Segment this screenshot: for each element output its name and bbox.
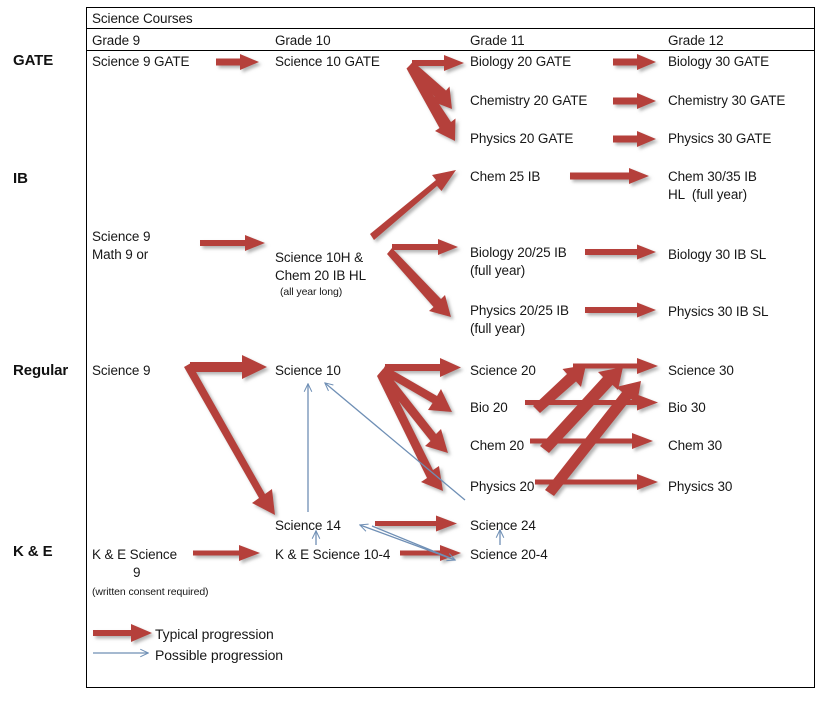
course-ib-physics-2025-note: (full year) bbox=[470, 321, 526, 336]
course-regular-bio-30: Bio 30 bbox=[668, 400, 706, 415]
column-header-grade-9: Grade 9 bbox=[92, 33, 141, 48]
course-ib-biology-2025-note: (full year) bbox=[470, 263, 526, 278]
course-ke-science-20-4: Science 20-4 bbox=[470, 547, 548, 562]
course-ke-science-10-4: K & E Science 10-4 bbox=[275, 547, 391, 562]
course-gate-chemistry-20: Chemistry 20 GATE bbox=[470, 93, 588, 108]
course-gate-science-9: Science 9 GATE bbox=[92, 54, 190, 69]
course-gate-physics-20: Physics 20 GATE bbox=[470, 131, 574, 146]
course-regular-science-24: Science 24 bbox=[470, 518, 536, 533]
course-gate-biology-20: Biology 20 GATE bbox=[470, 54, 572, 69]
course-ib-biology-2025: Biology 20/25 IB bbox=[470, 245, 567, 260]
course-regular-science-10: Science 10 bbox=[275, 363, 341, 378]
stream-label-ib: IB bbox=[13, 170, 28, 187]
course-gate-biology-30: Biology 30 GATE bbox=[668, 54, 770, 69]
course-ib-physics-30-sl: Physics 30 IB SL bbox=[668, 304, 769, 319]
column-header-grade-10: Grade 10 bbox=[275, 33, 331, 48]
course-ib-chem-3035-note: HL (full year) bbox=[668, 187, 748, 202]
column-header-grade-11: Grade 11 bbox=[470, 33, 525, 48]
course-ib-chem-25: Chem 25 IB bbox=[470, 169, 541, 184]
legend-label-possible: Possible progression bbox=[155, 647, 283, 663]
column-header-grade-12: Grade 12 bbox=[668, 33, 724, 48]
course-ke-note: (written consent required) bbox=[92, 586, 209, 598]
course-ke-science-9: K & E Science bbox=[92, 547, 177, 562]
course-ib-biology-30-sl: Biology 30 IB SL bbox=[668, 247, 767, 262]
course-regular-science-30: Science 30 bbox=[668, 363, 734, 378]
stream-label-ke: K & E bbox=[13, 543, 53, 560]
header-divider-title bbox=[86, 28, 815, 29]
course-regular-physics-30: Physics 30 bbox=[668, 479, 733, 494]
course-gate-chemistry-30: Chemistry 30 GATE bbox=[668, 93, 786, 108]
course-ke-science-9-grade: 9 bbox=[133, 565, 141, 580]
stream-label-regular: Regular bbox=[13, 362, 69, 379]
course-regular-bio-20: Bio 20 bbox=[470, 400, 508, 415]
header-divider-columns bbox=[86, 50, 815, 51]
table-frame bbox=[86, 7, 815, 688]
course-ib-science-10h: Science 10H & bbox=[275, 250, 363, 265]
course-ib-chem-20-hl: Chem 20 IB HL bbox=[275, 268, 366, 283]
course-ib-science-9: Science 9 bbox=[92, 229, 151, 244]
course-regular-science-9: Science 9 bbox=[92, 363, 151, 378]
course-ib-math-9: Math 9 or bbox=[92, 247, 149, 262]
course-ib-chem-3035: Chem 30/35 IB bbox=[668, 169, 757, 184]
course-gate-science-10: Science 10 GATE bbox=[275, 54, 380, 69]
stream-label-gate: GATE bbox=[13, 52, 54, 69]
course-ib-physics-2025: Physics 20/25 IB bbox=[470, 303, 569, 318]
table-title: Science Courses bbox=[92, 11, 193, 26]
course-regular-physics-20: Physics 20 bbox=[470, 479, 535, 494]
course-regular-chem-30: Chem 30 bbox=[668, 438, 723, 453]
course-regular-science-14: Science 14 bbox=[275, 518, 341, 533]
course-ib-g10-note: (all year long) bbox=[280, 286, 343, 298]
course-gate-physics-30: Physics 30 GATE bbox=[668, 131, 772, 146]
legend-label-typical: Typical progression bbox=[155, 626, 274, 642]
course-regular-science-20: Science 20 bbox=[470, 363, 536, 378]
course-regular-chem-20: Chem 20 bbox=[470, 438, 525, 453]
